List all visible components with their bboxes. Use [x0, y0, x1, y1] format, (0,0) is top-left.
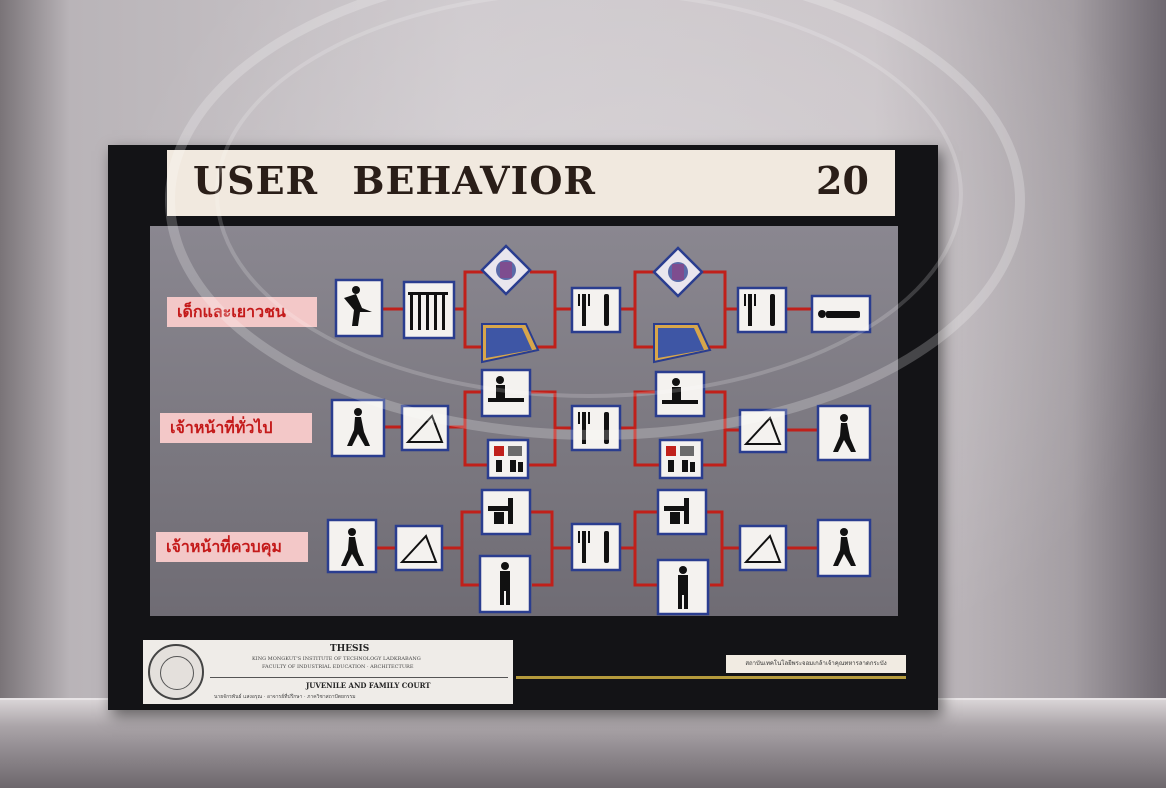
caption-names: นายจักรพันธ์ แสงอรุณ · อาจารย์ที่ปรึกษา … [214, 693, 356, 701]
diamond-emblem-icon [654, 248, 702, 296]
gold-divider [516, 676, 906, 679]
toilet-icon [658, 490, 706, 534]
utensils-icon [572, 524, 620, 570]
caption-project: JUVENILE AND FAMILY COURT [306, 681, 431, 690]
book-icon [654, 324, 710, 362]
triangle-icon [402, 406, 448, 450]
institute-seal [148, 644, 204, 700]
family-icon [660, 440, 702, 478]
toilet-icon [482, 490, 530, 534]
triangle-icon [740, 526, 786, 570]
caption-rule [210, 677, 508, 678]
caption-subtitle-2: FACULTY OF INDUSTRIAL EDUCATION · ARCHIT… [262, 664, 413, 670]
institution-tag: สถาบันเทคโนโลยีพระจอมเกล้าเจ้าคุณทหารลาด… [726, 655, 906, 673]
family-icon [488, 440, 528, 478]
triangle-icon [396, 526, 442, 570]
person-desk-icon [482, 370, 530, 416]
triangle-icon [740, 410, 786, 452]
caption-subtitle-1: KING MONGKUT'S INSTITUTE OF TECHNOLOGY L… [252, 656, 421, 662]
book-icon [482, 324, 538, 362]
caption-heading: THESIS [330, 644, 369, 654]
diamond-emblem-icon [482, 246, 530, 294]
